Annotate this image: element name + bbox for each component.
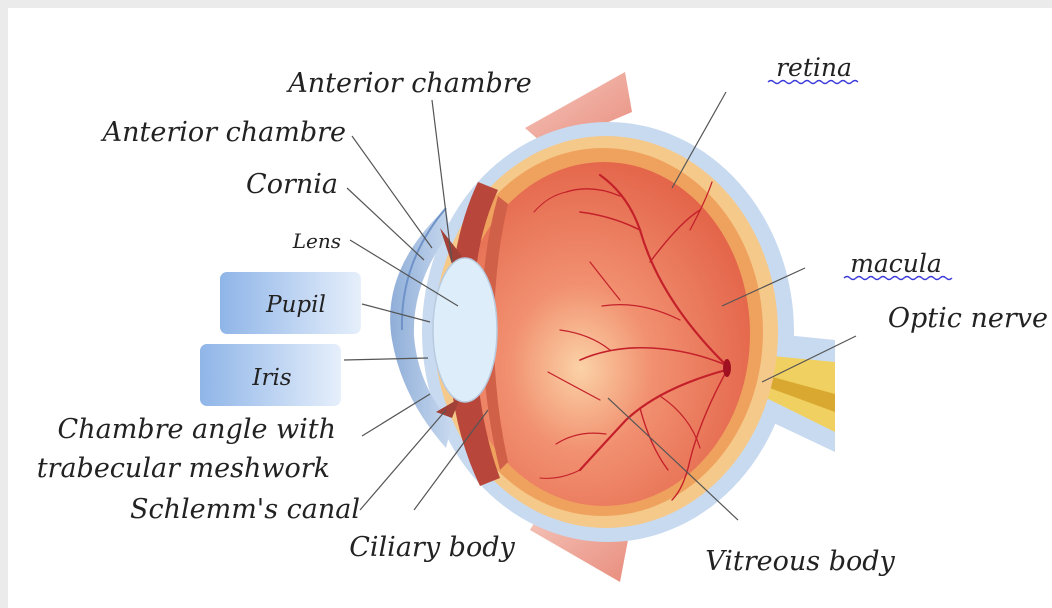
label-iris: Iris bbox=[251, 365, 291, 391]
label-retina: retina bbox=[776, 53, 852, 82]
label-pupil: Pupil bbox=[265, 292, 326, 318]
label-schlemms-canal: Schlemm's canal bbox=[130, 494, 360, 525]
label-vitreous-body: Vitreous body bbox=[705, 546, 895, 577]
label-anterior-chambre-top: Anterior chambre bbox=[285, 68, 531, 99]
label-chambre-angle-line2: trabecular meshwork bbox=[37, 453, 330, 484]
optic-disc bbox=[723, 359, 731, 377]
label-macula: macula bbox=[850, 249, 942, 278]
label-cornia: Cornia bbox=[246, 169, 338, 200]
lens-shape bbox=[433, 258, 497, 402]
label-lens: Lens bbox=[292, 229, 341, 253]
label-ciliary-body: Ciliary body bbox=[349, 532, 515, 563]
label-anterior-chambre: Anterior chambre bbox=[100, 117, 346, 148]
label-optic-nerve: Optic nerve bbox=[888, 303, 1048, 334]
label-chambre-angle-line1: Chambre angle with bbox=[58, 414, 336, 445]
